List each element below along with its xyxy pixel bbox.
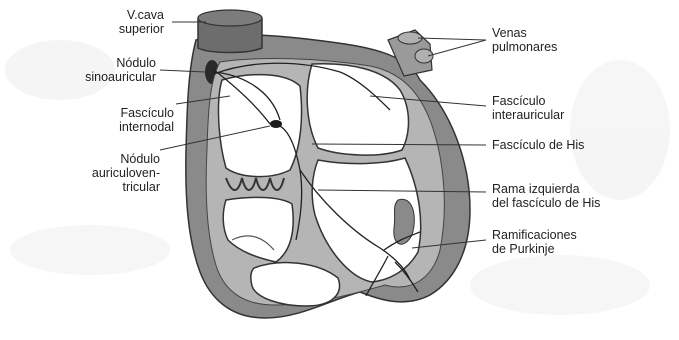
label-rama-izquierda: Rama izquierda del fascículo de His — [492, 182, 652, 210]
label-nodulo-sinoauricular: Nódulo sinoauricular — [60, 56, 156, 84]
nodulo-auriculoventricular — [270, 120, 282, 128]
label-fasciculo-de-his: Fascículo de His — [492, 138, 632, 152]
label-vena-cava-superior: V.cava superior — [104, 8, 164, 36]
label-venas-pulmonares: Venas pulmonares — [492, 26, 612, 54]
label-ramificaciones-purkinje: Ramificaciones de Purkinje — [492, 228, 642, 256]
label-nodulo-auriculoventricular: Nódulo auriculoven- tricular — [60, 152, 160, 194]
label-fasciculo-interauricular: Fascículo interauricular — [492, 94, 622, 122]
label-fasciculo-internodal: Fascículo internodal — [80, 106, 174, 134]
